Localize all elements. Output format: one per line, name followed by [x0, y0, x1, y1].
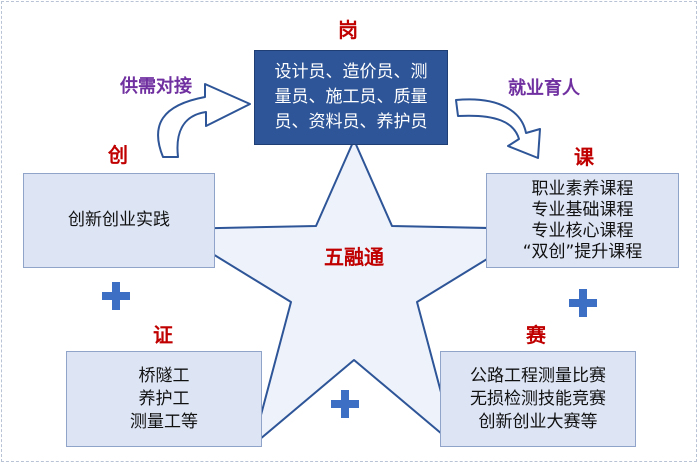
- right-arrow-label: 就业育人: [508, 78, 580, 99]
- zheng-box: 桥隧工 养护工 测量工等: [66, 351, 262, 447]
- ke-line: 职业素养课程: [531, 178, 634, 199]
- ke-heading: 课: [574, 145, 594, 169]
- ke-line: 专业核心课程: [531, 220, 634, 241]
- chuang-heading: 创: [108, 143, 128, 167]
- sai-line: 无损检测技能竞赛: [470, 388, 606, 409]
- plus-icon: [569, 289, 597, 317]
- curved-arrow-left-icon: [157, 83, 251, 158]
- left-arrow-label: 供需对接: [120, 76, 192, 97]
- gang-line: 员、资料员、养护员: [274, 112, 428, 132]
- sai-box: 公路工程测量比赛 无损检测技能竞赛 创新创业大赛等: [440, 351, 636, 447]
- ke-box: 职业素养课程 专业基础课程 专业核心课程 “双创”提升课程: [486, 173, 679, 268]
- gang-box: 设计员、造价员、测 量员、施工员、质量 员、资料员、养护员: [254, 50, 448, 145]
- ke-line: 专业基础课程: [531, 199, 634, 220]
- gang-heading: 岗: [338, 18, 358, 42]
- gang-line: 设计员、造价员、测: [274, 62, 428, 82]
- zheng-line: 测量工等: [130, 411, 198, 432]
- center-label: 五融通: [324, 245, 384, 269]
- plus-icon: [331, 390, 359, 418]
- zheng-line: 桥隧工: [138, 365, 190, 386]
- zheng-line: 养护工: [138, 388, 190, 409]
- plus-icon: [102, 282, 130, 310]
- gang-line: 量员、施工员、质量: [274, 87, 428, 107]
- zheng-heading: 证: [153, 323, 173, 347]
- sai-line: 创新创业大赛等: [478, 411, 598, 432]
- sai-line: 公路工程测量比赛: [470, 365, 606, 386]
- ke-line: “双创”提升课程: [522, 241, 643, 262]
- chuang-box: 创新创业实践: [23, 173, 215, 268]
- sai-heading: 赛: [526, 323, 546, 347]
- chuang-line: 创新创业实践: [68, 210, 170, 230]
- curved-arrow-right-icon: [455, 98, 541, 159]
